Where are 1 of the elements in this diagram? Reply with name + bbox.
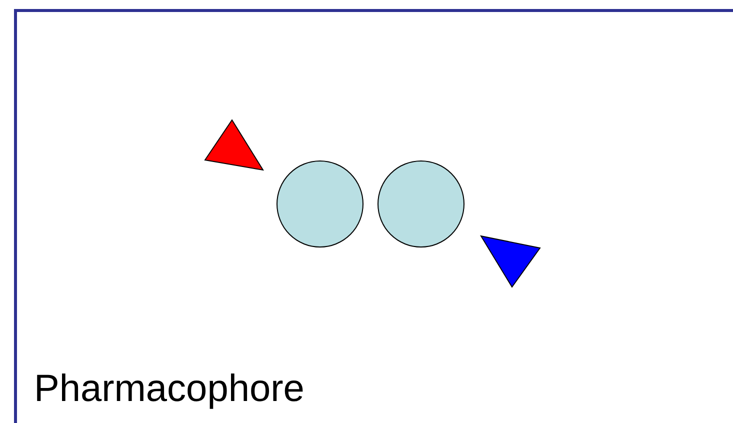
text-label: Pharmacophore	[34, 370, 304, 408]
